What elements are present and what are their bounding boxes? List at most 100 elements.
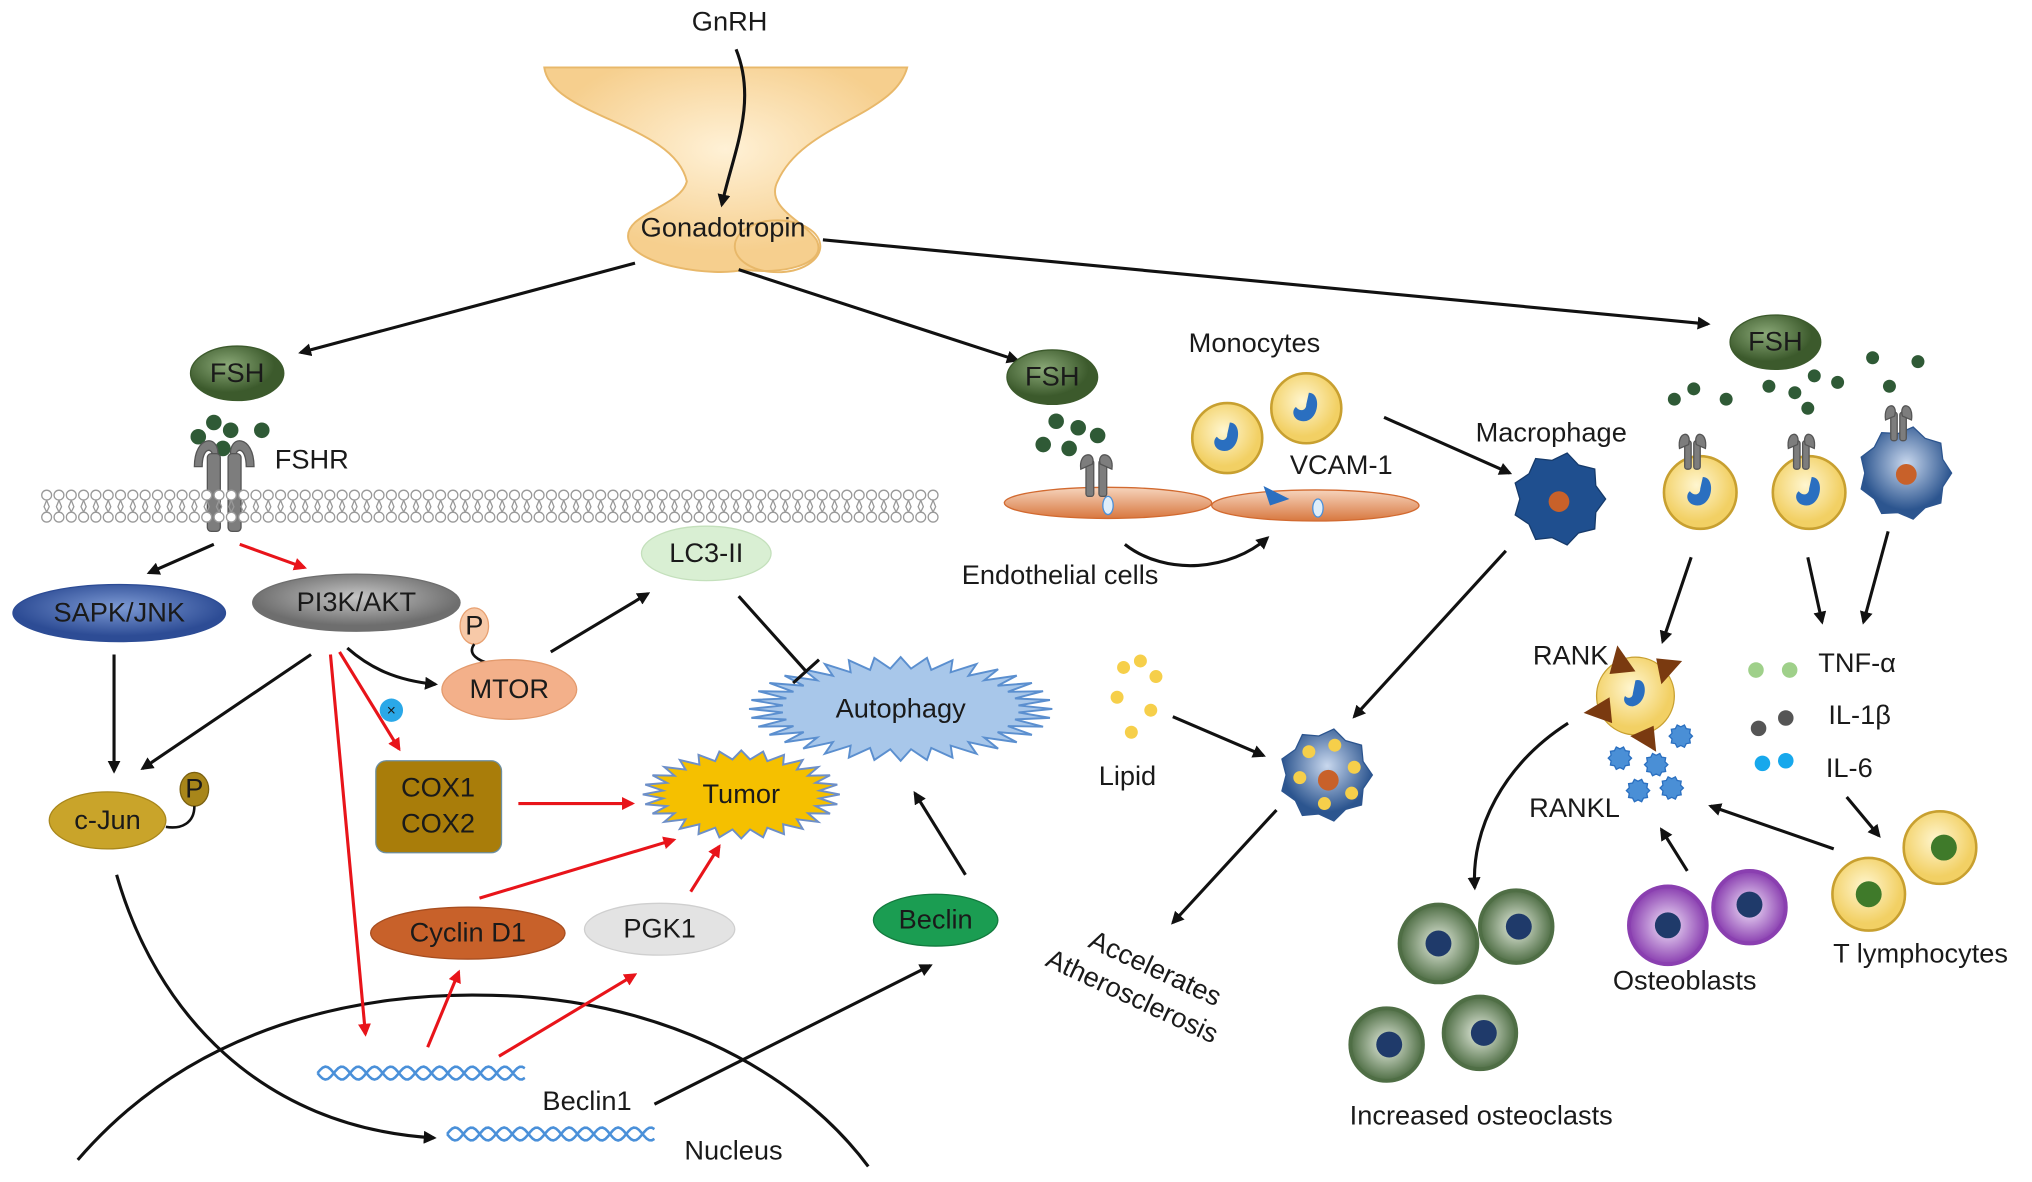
fsh-badge-middle	[1006, 349, 1099, 406]
arrow-to-fsh-middle	[738, 268, 1020, 364]
endothelial-nucleus	[1312, 498, 1324, 518]
dna-strand-beclin1	[446, 1126, 656, 1142]
immune-cells-right	[1662, 454, 1847, 531]
tnf-alpha-label: TNF-α	[1818, 647, 1896, 678]
endothelial-cells-label: Endothelial cells	[962, 559, 1159, 590]
tnf-alpha-dot	[1781, 662, 1798, 678]
t-lymphocytes	[1831, 810, 1978, 932]
rank-label: RANK	[1533, 639, 1609, 670]
arrow-fshr-sapk	[146, 542, 215, 575]
fsh-particles-right	[1667, 351, 1925, 415]
monocyte-cells	[1190, 371, 1343, 475]
rankl-label: RANKL	[1529, 792, 1620, 823]
right-arrows	[1467, 530, 1890, 891]
fsh-label-middle: FSH	[1025, 361, 1079, 392]
phospho-link-cjun	[165, 806, 196, 829]
lipid-label: Lipid	[1099, 760, 1156, 791]
pi3k-akt-node	[252, 573, 461, 632]
arrow-fshr-pi3k	[239, 542, 307, 571]
adhesion-arrow	[1123, 536, 1270, 568]
vcam-1-molecule	[1263, 486, 1290, 506]
tnf-alpha-dot	[1748, 662, 1764, 678]
sapk-jnk-label: SAPK/JNK	[53, 597, 185, 628]
gonadotropin-label: Gonadotropin	[641, 212, 806, 243]
macrophage-label: Macrophage	[1476, 416, 1627, 447]
pi3k-akt-label: PI3K/AKT	[297, 586, 416, 617]
cox2-label: COX2	[401, 808, 475, 839]
arrow-to-atherosclerosis	[1171, 808, 1278, 925]
nucleus-membrane	[76, 993, 870, 1168]
fshr-receptor-endothelial	[1080, 454, 1113, 498]
fsh-particles-middle	[1035, 413, 1106, 457]
tumor-node	[642, 749, 840, 840]
arrow-to-foam-cell	[1352, 549, 1508, 719]
lc3-ii-node	[640, 525, 772, 582]
beclin-node	[872, 893, 999, 947]
arrow-to-fsh-left	[298, 261, 636, 357]
inhibition-x-label: ×	[387, 703, 396, 720]
osteoblasts	[1627, 868, 1788, 967]
tumor-label: Tumor	[702, 778, 780, 809]
vcam-1-label: VCAM-1	[1290, 449, 1393, 480]
fsh-label-right: FSH	[1748, 326, 1802, 357]
c-jun-label: c-Jun	[74, 804, 141, 835]
pgk1-label: PGK1	[623, 913, 696, 944]
arrow-to-macrophage	[1383, 415, 1513, 475]
il-6-label: IL-6	[1826, 752, 1873, 783]
osteoclasts-label: Increased osteoclasts	[1350, 1099, 1613, 1130]
osteoclasts	[1348, 888, 1555, 1083]
cox-node	[375, 760, 503, 854]
phospho-mtor	[459, 607, 490, 645]
inhibition-x-icon	[379, 698, 404, 722]
macrophage-nucleus	[1548, 491, 1570, 512]
rank-cell-nucleus	[1624, 680, 1645, 707]
cyclin-d1-node	[369, 906, 566, 960]
phospho-label-mtor: P	[465, 609, 483, 640]
foam-cell-nucleus	[1317, 769, 1339, 791]
sapk-jnk-node	[12, 583, 227, 643]
il-6-dot	[1754, 755, 1771, 772]
rank-receptors	[1583, 645, 1683, 752]
fsh-label-left: FSH	[210, 357, 264, 388]
mtor-node	[441, 659, 578, 720]
fsh-particles-left	[190, 414, 270, 457]
fsh-badge-left	[189, 345, 285, 402]
arrow-lipid-foam	[1172, 715, 1266, 758]
gnrh-arrow	[717, 48, 747, 208]
lipid-droplets	[1110, 654, 1163, 739]
nucleus-label: Nucleus	[684, 1134, 782, 1165]
endothelial-nucleus	[1102, 495, 1114, 516]
phospho-label-cjun: P	[185, 773, 203, 804]
il-1b-dot	[1778, 710, 1794, 726]
c-jun-node	[48, 791, 167, 850]
beclin-label: Beclin	[899, 904, 973, 935]
atherosclerosis-label: Accelerates Atherosclerosis	[1042, 924, 1227, 1049]
t-lymphocytes-label: T lymphocytes	[1833, 937, 2008, 968]
lc3-ii-label: LC3-II	[669, 537, 743, 568]
il-6-dot	[1778, 752, 1794, 769]
il-1b-dot	[1750, 720, 1767, 737]
left-arrows	[107, 592, 967, 1144]
autophagy-node	[748, 655, 1053, 763]
foam-cell-lipids	[1293, 738, 1361, 811]
osteoblasts-label: Osteoblasts	[1613, 965, 1757, 996]
gnrh-label: GnRH	[692, 6, 768, 37]
monocytes-label: Monocytes	[1189, 327, 1321, 358]
gonadotropin-lobe	[733, 219, 822, 274]
fshr-receptors-right	[1678, 405, 1913, 470]
fshr-label: FSHR	[275, 444, 349, 475]
beclin1-label: Beclin1	[542, 1085, 631, 1116]
pituitary-gland	[543, 66, 909, 273]
fsh-badge-right	[1729, 314, 1822, 371]
arrow-to-fsh-right	[822, 238, 1711, 330]
macrophage-nucleus-right	[1895, 464, 1917, 485]
il-1b-label: IL-1β	[1828, 699, 1891, 730]
dna-strand-1	[316, 1065, 526, 1081]
autophagy-label: Autophagy	[836, 692, 966, 723]
mtor-label: MTOR	[469, 673, 549, 704]
pgk1-node	[583, 902, 736, 956]
cyclin-d1-label: Cyclin D1	[410, 917, 526, 948]
cox1-label: COX1	[401, 771, 475, 802]
cell-membrane	[41, 489, 939, 523]
